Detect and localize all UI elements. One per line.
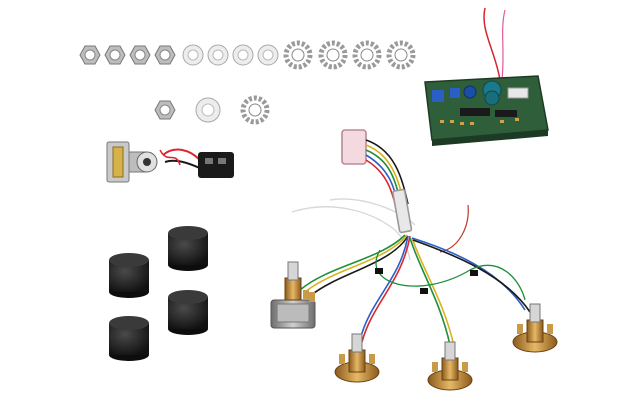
connector-header	[507, 87, 529, 99]
capacitor	[463, 85, 477, 99]
star-lock-washer	[318, 40, 348, 70]
flat-washer-row	[182, 44, 279, 66]
flat-washer	[257, 44, 279, 66]
flat-washer	[182, 44, 204, 66]
star-lock-washer	[386, 40, 416, 70]
zip-tie	[375, 268, 383, 274]
star-lock-washer	[352, 40, 382, 70]
output-jack	[106, 141, 158, 183]
hex-nut	[154, 100, 176, 120]
hex-nut-row	[79, 45, 176, 65]
hardware-row-2	[154, 95, 270, 125]
wiring-harness	[291, 129, 531, 347]
star-lock-washer	[283, 40, 313, 70]
control-knob	[109, 253, 149, 298]
trimmer-component	[432, 90, 444, 102]
zip-tie	[470, 270, 478, 276]
flat-washer	[195, 97, 221, 123]
hex-nut	[104, 45, 126, 65]
ic-chip	[460, 108, 490, 116]
control-knob	[109, 316, 149, 361]
hex-nut	[129, 45, 151, 65]
star-lock-washer	[240, 95, 270, 125]
ic-chip	[495, 110, 517, 117]
flat-washer	[207, 44, 229, 66]
capacitor	[484, 90, 500, 106]
flat-washer	[232, 44, 254, 66]
potentiometer	[427, 341, 473, 391]
lock-washer-row	[283, 40, 416, 70]
potentiometer	[512, 303, 558, 353]
harness-connector	[341, 129, 367, 165]
preamp-circuit-board	[424, 7, 549, 146]
harness-label-sleeve	[392, 188, 413, 234]
potentiometer	[270, 261, 316, 329]
trimmer-component	[450, 88, 460, 98]
hex-nut	[154, 45, 176, 65]
battery-clip	[159, 148, 234, 178]
control-knob	[168, 290, 208, 335]
control-knob	[168, 226, 208, 271]
battery-snap	[198, 152, 234, 178]
potentiometers	[270, 261, 558, 391]
hex-nut	[79, 45, 101, 65]
potentiometer	[334, 333, 380, 383]
zip-tie	[420, 288, 428, 294]
control-knobs	[109, 226, 208, 361]
